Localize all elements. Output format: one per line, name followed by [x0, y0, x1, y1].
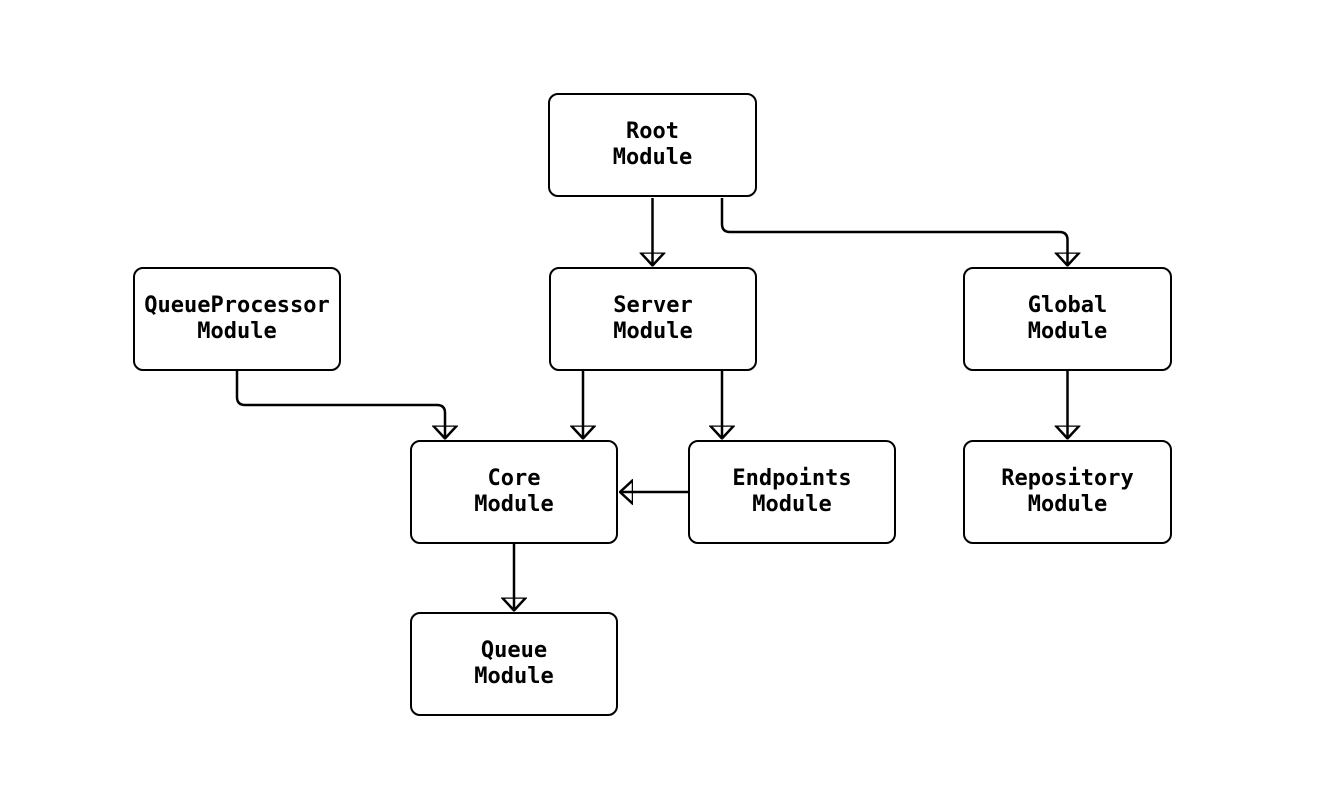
node-label: Endpoints Module: [732, 466, 852, 517]
edge-root-to-global: [720, 198, 1068, 265]
node-label: Repository Module: [1001, 466, 1134, 517]
node-root-module: Root Module: [548, 93, 757, 197]
node-global-module: Global Module: [963, 267, 1172, 371]
node-repository-module: Repository Module: [963, 440, 1172, 544]
node-label: Server Module: [613, 293, 693, 344]
node-queueprocessor-module: QueueProcessor Module: [133, 267, 341, 371]
node-core-module: Core Module: [410, 440, 618, 544]
node-label: Global Module: [1027, 293, 1108, 344]
node-label: QueueProcessor Module: [144, 293, 330, 344]
node-server-module: Server Module: [549, 267, 757, 371]
node-label: Queue Module: [474, 638, 554, 689]
node-label: Core Module: [474, 466, 554, 517]
node-queue-module: Queue Module: [410, 612, 618, 716]
node-endpoints-module: Endpoints Module: [688, 440, 896, 544]
node-label: Root Module: [612, 119, 693, 170]
edge-queueprocessor-to-core: [235, 371, 445, 438]
